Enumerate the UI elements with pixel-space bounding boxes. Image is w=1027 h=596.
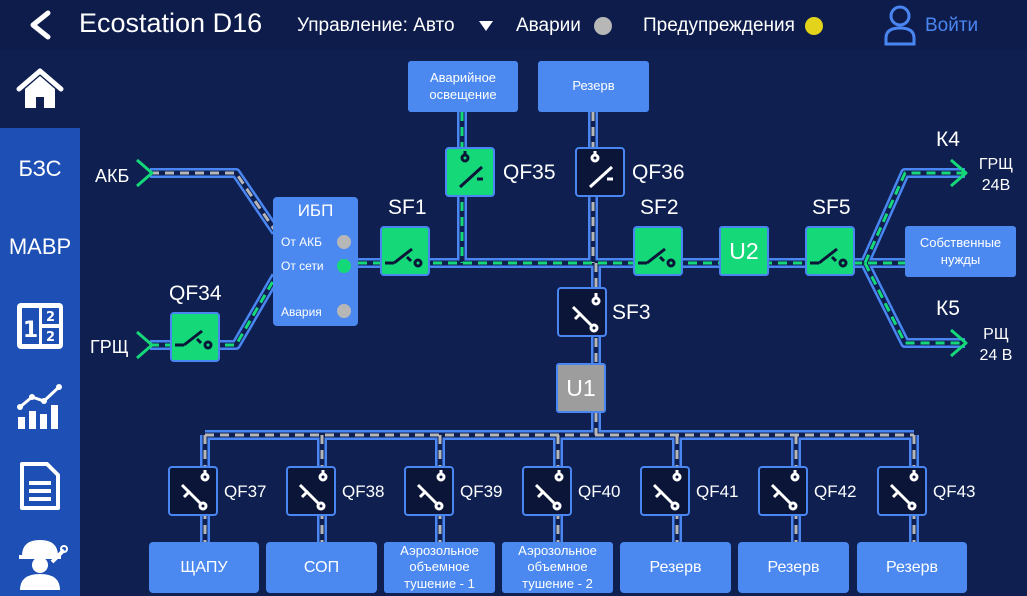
switch-sf1[interactable] (380, 226, 430, 276)
switch-sf2-label: SF2 (640, 196, 679, 219)
converter-u1[interactable]: U1 (556, 363, 606, 413)
bar-chart-trend-icon (17, 384, 62, 429)
sidebar-item-bzs[interactable]: БЗС (18, 156, 62, 181)
output-k4-label: К4 (936, 128, 960, 151)
home-icon (16, 68, 64, 108)
switch-qf43-label: QF43 (933, 482, 976, 501)
back-icon[interactable] (24, 10, 56, 40)
switch-qf35-label: QF35 (503, 161, 556, 184)
switch-qf39[interactable] (404, 466, 454, 516)
switch-sf3[interactable] (557, 287, 607, 337)
svg-text:2: 2 (46, 330, 55, 345)
control-mode-label: Управление: Авто (297, 15, 455, 36)
ups-alarm-indicator (337, 304, 351, 318)
warnings-indicator (805, 17, 823, 35)
switch-sf3-label: SF3 (612, 301, 651, 324)
switch-sf1-label: SF1 (388, 196, 427, 219)
feeder-aerosol-1-box[interactable]: Аэрозольное объемное тушение - 1 (384, 542, 495, 593)
document-icon (20, 462, 60, 510)
own-needs-box[interactable]: Собственные нужды (905, 226, 1016, 277)
reserve-top-box[interactable]: Резерв (538, 61, 649, 112)
svg-text:1: 1 (23, 318, 38, 343)
sidebar: БЗС МАВР 1 2 2 (0, 50, 80, 596)
switch-qf39-label: QF39 (460, 482, 503, 501)
feeder-shchapu-box[interactable]: ЩАПУ (149, 542, 259, 593)
switch-qf40[interactable] (522, 466, 572, 516)
output-k4-target: ГРЩ 24В (978, 156, 1014, 194)
sidebar-item-sequence[interactable]: 1 2 2 (0, 288, 80, 364)
alarms-indicator (594, 17, 612, 35)
ups-from-akb-indicator (337, 235, 351, 249)
feeder-reserve-1-box[interactable]: Резерв (620, 542, 731, 593)
input-akb-label: АКБ (95, 166, 130, 186)
switch-qf37[interactable] (168, 466, 218, 516)
switch-sf5-label: SF5 (812, 196, 851, 219)
feeder-sop-box[interactable]: СОП (266, 542, 377, 593)
svg-text:2: 2 (46, 310, 55, 325)
sidebar-item-documents[interactable] (0, 448, 80, 524)
warnings-label[interactable]: Предупреждения (643, 15, 795, 36)
login-label[interactable]: Войти (925, 15, 979, 36)
feeder-reserve-2-box[interactable]: Резерв (738, 542, 849, 593)
output-k5-label: К5 (936, 297, 960, 320)
switch-qf34[interactable] (170, 312, 220, 362)
engineer-icon (19, 540, 68, 590)
feeder-aerosol-2-box[interactable]: Аэрозольное объемное тушение - 2 (502, 542, 613, 593)
control-mode-dropdown[interactable]: Управление: Авто (297, 15, 455, 37)
user-icon[interactable] (882, 4, 918, 46)
ups-from-grid-label: От сети (281, 259, 324, 273)
sidebar-item-mavr[interactable]: МАВР (8, 234, 72, 259)
switch-qf42-label: QF42 (814, 482, 857, 501)
alarms-label[interactable]: Аварии (516, 15, 581, 36)
sidebar-item-service[interactable] (0, 528, 80, 596)
switch-qf36-label: QF36 (632, 161, 685, 184)
caret-down-icon[interactable] (478, 20, 494, 32)
feeder-reserve-3-box[interactable]: Резерв (857, 542, 967, 593)
input-grsh-label: ГРЩ (90, 337, 129, 357)
switch-qf38[interactable] (286, 466, 336, 516)
ups-from-grid-indicator (337, 259, 351, 273)
switch-qf34-label: QF34 (169, 282, 222, 305)
switch-qf36[interactable] (575, 147, 625, 197)
sequence-12-icon: 1 2 2 (17, 303, 63, 349)
output-k5-target: РЩ 24 В (979, 326, 1013, 364)
converter-u2[interactable]: U2 (719, 226, 769, 276)
switch-qf40-label: QF40 (578, 482, 621, 501)
switch-qf38-label: QF38 (342, 482, 385, 501)
switch-qf35[interactable] (445, 147, 495, 197)
ups-from-akb-label: От АКБ (281, 235, 323, 249)
switch-qf43[interactable] (877, 466, 927, 516)
ups-block[interactable]: ИБП От АКБ От сети Авария (273, 197, 358, 326)
top-bar: Ecostation D16 Управление: Авто Аварии П… (0, 0, 1027, 50)
switch-qf37-label: QF37 (224, 482, 267, 501)
ups-title: ИБП (297, 201, 334, 220)
app-title: Ecostation D16 (79, 8, 263, 38)
sidebar-item-charts[interactable] (0, 368, 80, 444)
switch-sf2[interactable] (633, 226, 683, 276)
switch-sf5[interactable] (805, 226, 855, 276)
ups-alarm-label: Авария (281, 305, 322, 319)
switch-qf41-label: QF41 (696, 482, 739, 501)
sidebar-item-home[interactable] (0, 50, 80, 128)
switch-qf41[interactable] (640, 466, 690, 516)
emergency-lighting-box[interactable]: Аварийное освещение (408, 61, 518, 112)
switch-qf42[interactable] (758, 466, 808, 516)
